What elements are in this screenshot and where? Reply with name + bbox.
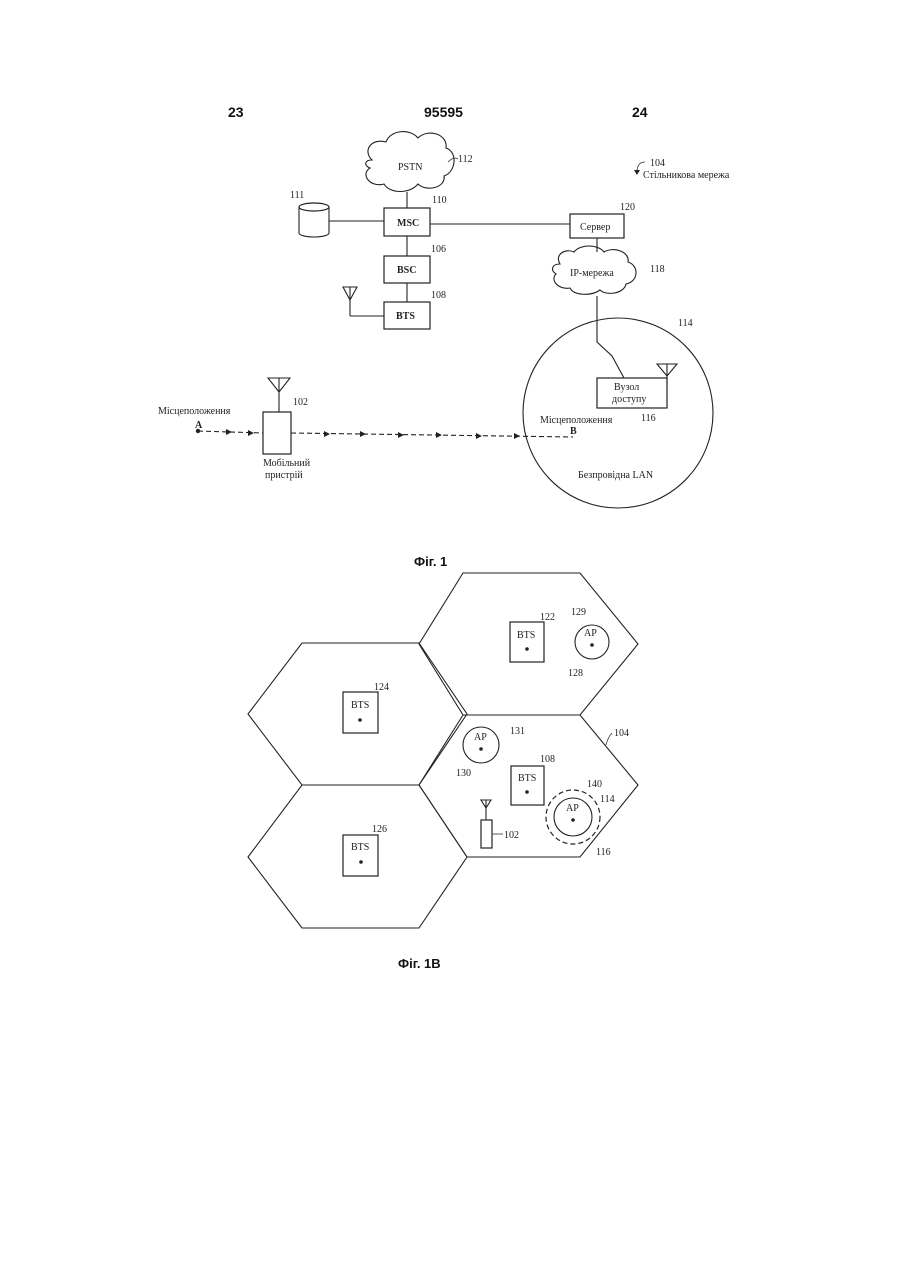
- ap-116-dot: [571, 818, 575, 822]
- bsc-label: BSC: [397, 265, 416, 276]
- ref-111: 111: [290, 190, 304, 201]
- arrowhead-104: [634, 170, 640, 175]
- ref-106: 106: [431, 244, 446, 255]
- ref-110: 110: [432, 195, 447, 206]
- bts-126-dot: [359, 860, 363, 864]
- bts-108-label: BTS: [518, 773, 536, 784]
- mobile-device-box: [263, 412, 291, 454]
- figure-1-caption: Фіг. 1: [414, 554, 447, 569]
- wireless-lan-label: Безпровідна LAN: [578, 470, 653, 481]
- ref-108-fig1: 108: [431, 290, 446, 301]
- bts-122-dot: [525, 647, 529, 651]
- bts-122-box: [510, 622, 544, 662]
- ref-114-fig1b: 114: [600, 794, 615, 805]
- database-cylinder: [299, 203, 329, 237]
- bts-label: BTS: [396, 311, 415, 322]
- ref-140: 140: [587, 779, 602, 790]
- bts-108-dot: [525, 790, 529, 794]
- mobile-device-label-line1: Мобільний: [263, 458, 311, 469]
- ref-104-fig1: 104: [650, 158, 665, 169]
- trajectory-device-b: [291, 433, 573, 437]
- access-node-label-line1: Вузол: [614, 382, 639, 393]
- ref-129: 129: [571, 607, 586, 618]
- ref-104-fig1b: 104: [614, 728, 629, 739]
- figure-1b: BTS 122 AP 129 128 BTS 124 AP 131 130 10…: [248, 573, 638, 971]
- mobile-device-antenna-icon: [268, 378, 290, 412]
- ref-112: 112: [458, 154, 473, 165]
- access-node-label-line2: доступу: [612, 394, 646, 405]
- ref-128: 128: [568, 668, 583, 679]
- ref-131: 131: [510, 726, 525, 737]
- ip-network-cloud: IP-мережа: [553, 246, 637, 294]
- pstn-cloud: PSTN: [366, 132, 454, 192]
- mobile-device-label-line2: пристрій: [265, 470, 303, 481]
- location-b-label: Місцеположення: [540, 415, 613, 426]
- bts-108-box: [511, 766, 544, 805]
- ref-116-fig1b: 116: [596, 847, 611, 858]
- bts-124-box: [343, 692, 378, 733]
- leader-112: [448, 158, 458, 162]
- leader-104: [606, 733, 612, 745]
- ip-network-label: IP-мережа: [570, 268, 614, 279]
- mobile-device-102-antenna-icon: [481, 800, 491, 820]
- msc-label: MSC: [397, 218, 419, 229]
- ap-130-label: AP: [474, 732, 487, 743]
- ap-128-dot: [590, 643, 594, 647]
- ap-116-label: AP: [566, 803, 579, 814]
- ref-124: 124: [374, 682, 389, 693]
- bts-126-label: BTS: [351, 842, 369, 853]
- figure-1b-caption: Фіг. 1В: [398, 956, 441, 971]
- bts-124-dot: [358, 718, 362, 722]
- location-b-letter: B: [570, 426, 577, 437]
- pstn-label: PSTN: [398, 162, 422, 173]
- cellular-network-label: Стільникова мережа: [643, 170, 730, 181]
- ref-130: 130: [456, 768, 471, 779]
- ap-130-dot: [479, 747, 483, 751]
- server-label: Сервер: [580, 222, 610, 233]
- ref-118: 118: [650, 264, 665, 275]
- ref-120: 120: [620, 202, 635, 213]
- bts-antenna-icon: [343, 287, 384, 316]
- ref-116-fig1: 116: [641, 413, 656, 424]
- figure-1: PSTN 112 104 Стільникова мережа 111 MSC …: [158, 132, 730, 569]
- ref-122: 122: [540, 612, 555, 623]
- ref-102-fig1b: 102: [504, 830, 519, 841]
- ref-114-fig1: 114: [678, 318, 693, 329]
- ip-access-node-link: [597, 296, 624, 378]
- ap-128-label: AP: [584, 628, 597, 639]
- bts-124-label: BTS: [351, 700, 369, 711]
- location-a-label: Місцеположення: [158, 406, 231, 417]
- ref-108-fig1b: 108: [540, 754, 555, 765]
- mobile-device-102-box: [481, 820, 492, 848]
- ref-102-fig1: 102: [293, 397, 308, 408]
- bts-122-label: BTS: [517, 630, 535, 641]
- ref-126: 126: [372, 824, 387, 835]
